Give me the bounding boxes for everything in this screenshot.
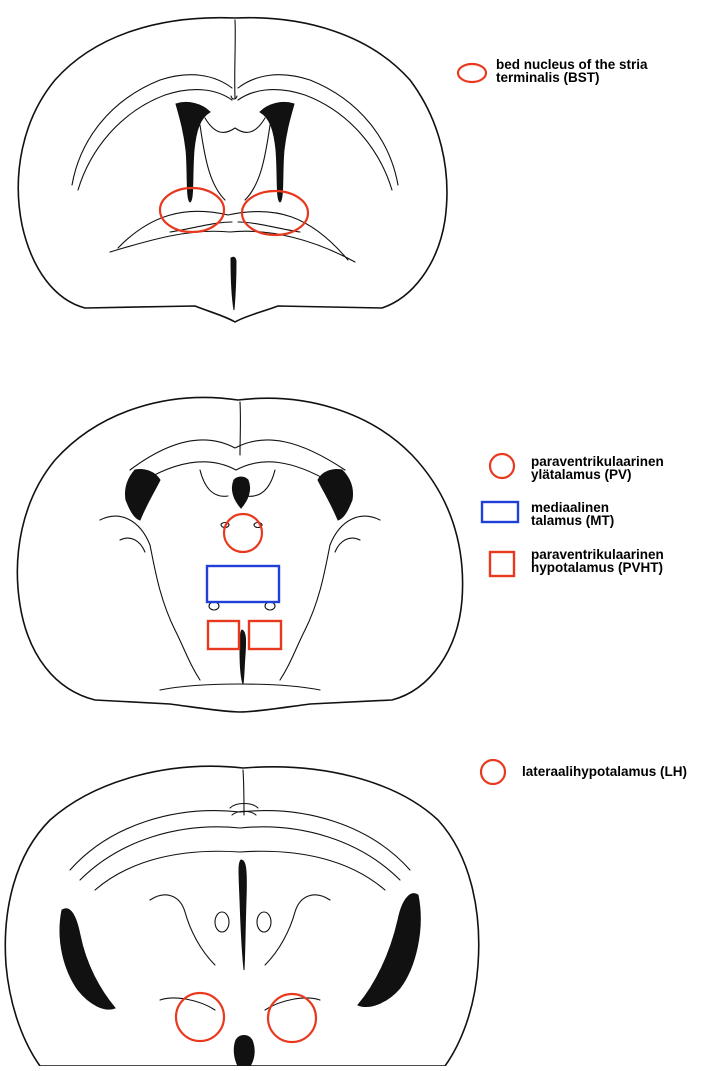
lh-right-marker <box>268 994 316 1042</box>
legend-label-lh: lateraalihypotalamus (LH) <box>522 765 687 778</box>
pvht-right-marker <box>249 621 281 649</box>
mt-marker <box>207 566 279 602</box>
legend-pv-line2: ylätalamus (PV) <box>531 468 664 481</box>
legend-label-pvht: paraventrikulaarinen hypotalamus (PVHT) <box>531 548 664 574</box>
red-square-icon <box>490 552 514 576</box>
red-circle-icon <box>481 760 505 784</box>
red-ellipse-icon <box>458 64 486 82</box>
legend-bst-line2: terminalis (BST) <box>496 71 648 84</box>
brain-section-thalamus <box>17 398 462 713</box>
pvht-left-marker <box>208 621 239 649</box>
brain-section-lh <box>5 766 478 1066</box>
legend-lh-line1: lateraalihypotalamus (LH) <box>522 765 687 778</box>
blue-rectangle-icon <box>482 502 518 522</box>
pv-marker <box>224 514 262 552</box>
legend-mt-line2: talamus (MT) <box>531 514 614 527</box>
lh-left-marker <box>176 993 224 1041</box>
legend-pvht-line2: hypotalamus (PVHT) <box>531 561 664 574</box>
brain-section-bst <box>18 18 447 322</box>
legend-label-pv: paraventrikulaarinen ylätalamus (PV) <box>531 455 664 481</box>
legend-label-bst: bed nucleus of the stria terminalis (BST… <box>496 58 648 84</box>
red-circle-icon <box>490 454 514 478</box>
legend-label-mt: mediaalinen talamus (MT) <box>531 501 614 527</box>
